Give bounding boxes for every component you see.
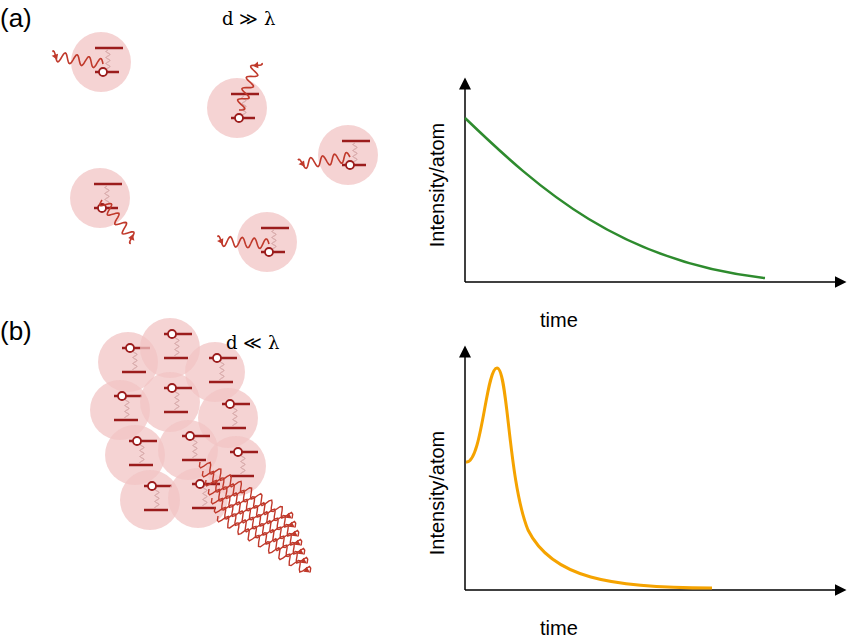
photon-wave — [241, 454, 245, 474]
electron — [234, 448, 242, 456]
photon-wave — [100, 200, 134, 243]
energy-level — [230, 475, 254, 478]
atoms-near — [90, 318, 311, 573]
energy-level — [164, 357, 188, 360]
panel-label: (b) — [0, 318, 32, 344]
photon-head — [128, 234, 134, 241]
photon-head — [52, 54, 58, 60]
photon-wave — [140, 443, 144, 463]
energy-level — [144, 509, 168, 512]
photon-wave — [125, 398, 129, 418]
energy-level — [164, 411, 188, 414]
electron — [99, 68, 107, 76]
electron — [196, 480, 204, 488]
photon-head — [288, 522, 295, 528]
electron — [226, 400, 234, 408]
axis-label: Intensity/atom — [427, 123, 447, 248]
electron — [265, 248, 273, 256]
axis-label: time — [540, 310, 578, 330]
photon-wave — [217, 516, 310, 573]
atom-sphere — [237, 212, 297, 272]
photon-wave — [233, 406, 237, 426]
atom-sphere — [207, 78, 267, 138]
energy-level — [261, 227, 289, 230]
photon-wave — [272, 230, 276, 250]
energy-level — [342, 140, 370, 143]
photon-wave — [133, 350, 137, 370]
photon-wave — [220, 360, 224, 380]
energy-level — [94, 183, 122, 186]
photon-wave — [193, 438, 197, 458]
photon-wave — [52, 51, 103, 68]
condition-label: d ≫ λ — [222, 10, 275, 28]
photon-head — [285, 513, 292, 519]
photon-head — [253, 62, 259, 69]
energy-level — [122, 371, 146, 374]
energy-level — [129, 464, 153, 467]
axis-label: time — [540, 618, 578, 638]
electron — [213, 354, 221, 362]
condition-label: d ≪ λ — [226, 334, 279, 352]
photon-wave — [217, 236, 269, 248]
photon-wave — [214, 507, 307, 564]
electron — [126, 344, 134, 352]
photon-head — [303, 567, 310, 573]
photon-wave — [238, 63, 263, 110]
chart-a-axes — [465, 82, 842, 282]
photon-head — [291, 531, 298, 537]
energy-level — [209, 381, 233, 384]
energy-level — [95, 47, 123, 50]
atoms-far — [52, 32, 378, 272]
photon-wave — [105, 186, 109, 206]
decay-curve — [465, 118, 765, 278]
electron — [235, 114, 243, 122]
axis-label: Intensity/atom — [427, 431, 447, 556]
electron — [346, 161, 354, 169]
energy-level — [114, 419, 138, 422]
photon-wave — [298, 153, 350, 169]
panel-label: (a) — [0, 5, 32, 31]
photon-head — [300, 558, 307, 564]
photon-wave — [175, 336, 179, 356]
electron — [168, 384, 176, 392]
photon-wave — [203, 486, 207, 506]
photon-wave — [155, 488, 159, 508]
electron — [133, 437, 141, 445]
electron — [186, 432, 194, 440]
superradiant-curve — [466, 368, 712, 588]
electron — [118, 392, 126, 400]
chart-b-axes — [465, 350, 842, 590]
photon-wave — [106, 50, 110, 70]
photon-wave — [175, 390, 179, 410]
electron — [168, 330, 176, 338]
energy-level — [222, 427, 246, 430]
photon-head — [299, 161, 305, 167]
energy-level — [182, 459, 206, 462]
photon-head — [217, 238, 223, 244]
photon-head — [297, 549, 304, 555]
energy-level — [192, 507, 216, 510]
photon-wave — [353, 143, 357, 163]
electron — [148, 482, 156, 490]
photon-head — [294, 540, 301, 546]
atom-sphere — [70, 168, 130, 228]
